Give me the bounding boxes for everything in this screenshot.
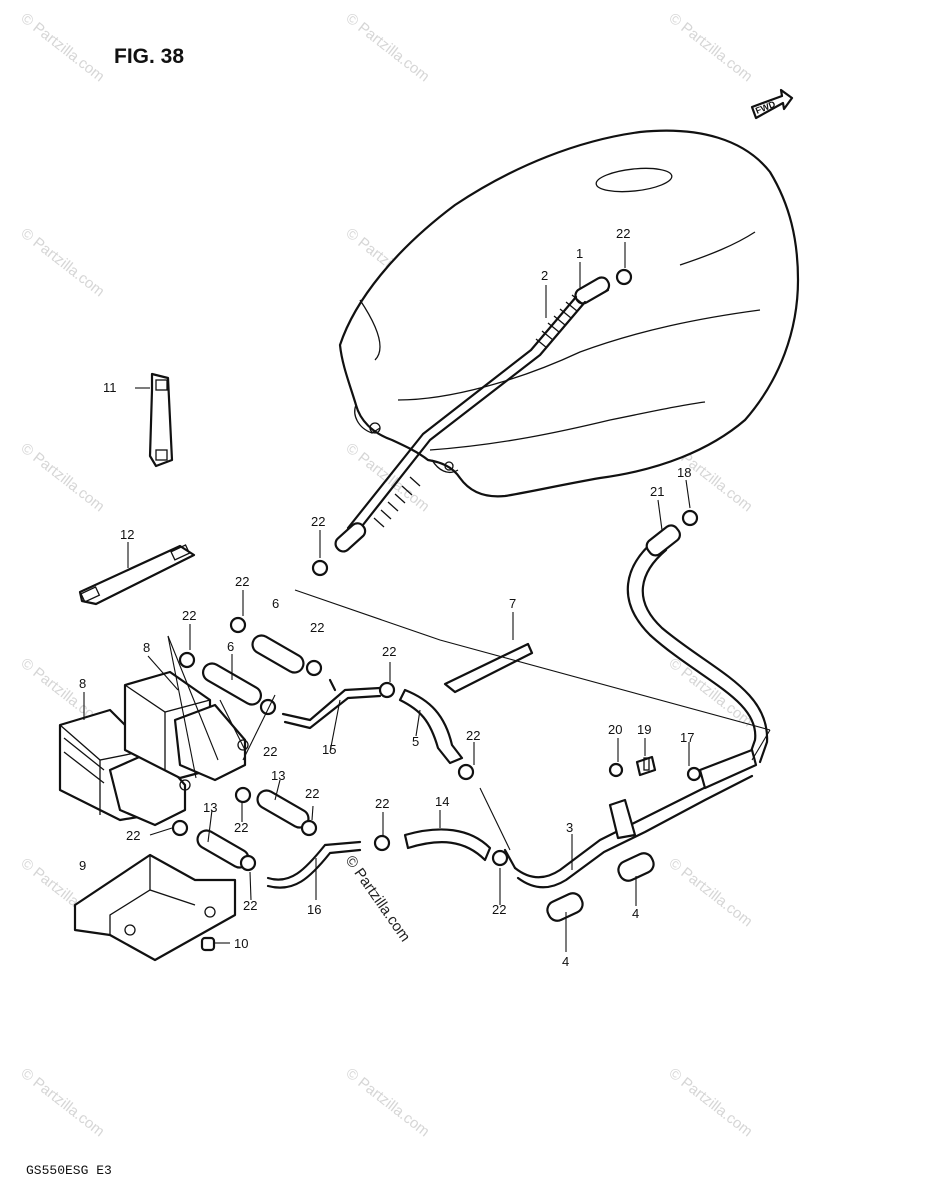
watermark: © Partzilla.com bbox=[666, 10, 756, 86]
clamps-22 bbox=[171, 268, 633, 872]
strap-12 bbox=[78, 544, 196, 606]
callout-19: 19 bbox=[637, 722, 651, 737]
callout-22: 22 bbox=[243, 898, 257, 913]
callout-22: 22 bbox=[126, 828, 140, 843]
callout-14: 14 bbox=[435, 794, 449, 809]
watermark: © Partzilla.com bbox=[18, 225, 108, 301]
callout-22: 22 bbox=[234, 820, 248, 835]
bolt-19 bbox=[635, 755, 657, 777]
washer-20 bbox=[608, 762, 624, 778]
hose-5 bbox=[398, 688, 464, 765]
hose-15 bbox=[281, 678, 382, 730]
clamp-18 bbox=[681, 509, 699, 527]
watermark: © Partzilla.com bbox=[666, 655, 756, 731]
callout-17: 17 bbox=[680, 730, 694, 745]
clamp-7 bbox=[443, 642, 534, 694]
callout-6: 6 bbox=[272, 596, 279, 611]
callout-7: 7 bbox=[509, 596, 516, 611]
hose-6-a bbox=[251, 634, 305, 674]
callout-3: 3 bbox=[566, 820, 573, 835]
callout-22: 22 bbox=[305, 786, 319, 801]
callout-13: 13 bbox=[203, 800, 217, 815]
callout-4: 4 bbox=[632, 906, 639, 921]
hose-16 bbox=[266, 840, 362, 889]
callout-15: 15 bbox=[322, 742, 336, 757]
hose-14 bbox=[403, 828, 492, 862]
callout-22: 22 bbox=[382, 644, 396, 659]
cushion-10 bbox=[200, 936, 216, 952]
callout-4: 4 bbox=[562, 954, 569, 969]
callout-11: 11 bbox=[103, 380, 117, 395]
callout-22: 22 bbox=[263, 744, 277, 759]
callout-21: 21 bbox=[650, 484, 664, 499]
callout-8: 8 bbox=[79, 676, 86, 691]
hose-21 bbox=[626, 524, 769, 764]
pipe-3 bbox=[503, 748, 758, 889]
clamp-17 bbox=[686, 766, 702, 782]
bracket-9 bbox=[73, 853, 237, 962]
callout-8: 8 bbox=[143, 640, 150, 655]
hose-6-b bbox=[201, 662, 263, 706]
callout-22: 22 bbox=[492, 902, 506, 917]
callout-12: 12 bbox=[120, 527, 134, 542]
callouts: 1 2 3 4 4 5 6 6 7 8 8 9 10 11 12 13 13 1… bbox=[79, 226, 694, 969]
callout-13: 13 bbox=[271, 768, 285, 783]
watermark: © Partzilla.com bbox=[18, 10, 108, 86]
callout-20: 20 bbox=[608, 722, 622, 737]
leader-lines bbox=[83, 242, 771, 952]
strap-11 bbox=[148, 372, 174, 468]
callout-22: 22 bbox=[182, 608, 196, 623]
callout-22: 22 bbox=[311, 514, 325, 529]
figure-title: FIG. 38 bbox=[114, 45, 184, 68]
callout-2: 2 bbox=[541, 268, 548, 283]
callout-22: 22 bbox=[466, 728, 480, 743]
callout-6: 6 bbox=[227, 639, 234, 654]
watermark: © Partzilla.com bbox=[666, 855, 756, 931]
callout-9: 9 bbox=[79, 858, 86, 873]
callout-16: 16 bbox=[307, 902, 321, 917]
watermark: © Partzilla.com bbox=[666, 1065, 756, 1141]
watermark: © Partzilla.com bbox=[18, 440, 108, 516]
callout-22: 22 bbox=[616, 226, 630, 241]
watermark: © Partzilla.com bbox=[343, 10, 433, 86]
hose-4-a bbox=[546, 892, 584, 922]
model-code: GS550ESG E3 bbox=[26, 1163, 112, 1178]
watermark-center: © Partzilla.com bbox=[342, 853, 414, 946]
callout-22: 22 bbox=[375, 796, 389, 811]
callout-22: 22 bbox=[310, 620, 324, 635]
callout-22: 22 bbox=[235, 574, 249, 589]
breather-hose-upper bbox=[334, 276, 611, 553]
watermark: © Partzilla.com bbox=[18, 1065, 108, 1141]
callout-18: 18 bbox=[677, 465, 691, 480]
callout-1: 1 bbox=[576, 246, 583, 261]
watermark: © Partzilla.com bbox=[343, 1065, 433, 1141]
forward-direction-badge: FWD bbox=[750, 88, 794, 120]
hose-4-b bbox=[617, 852, 655, 882]
fuel-tank bbox=[338, 129, 800, 498]
callout-5: 5 bbox=[412, 734, 419, 749]
callout-10: 10 bbox=[234, 936, 248, 951]
